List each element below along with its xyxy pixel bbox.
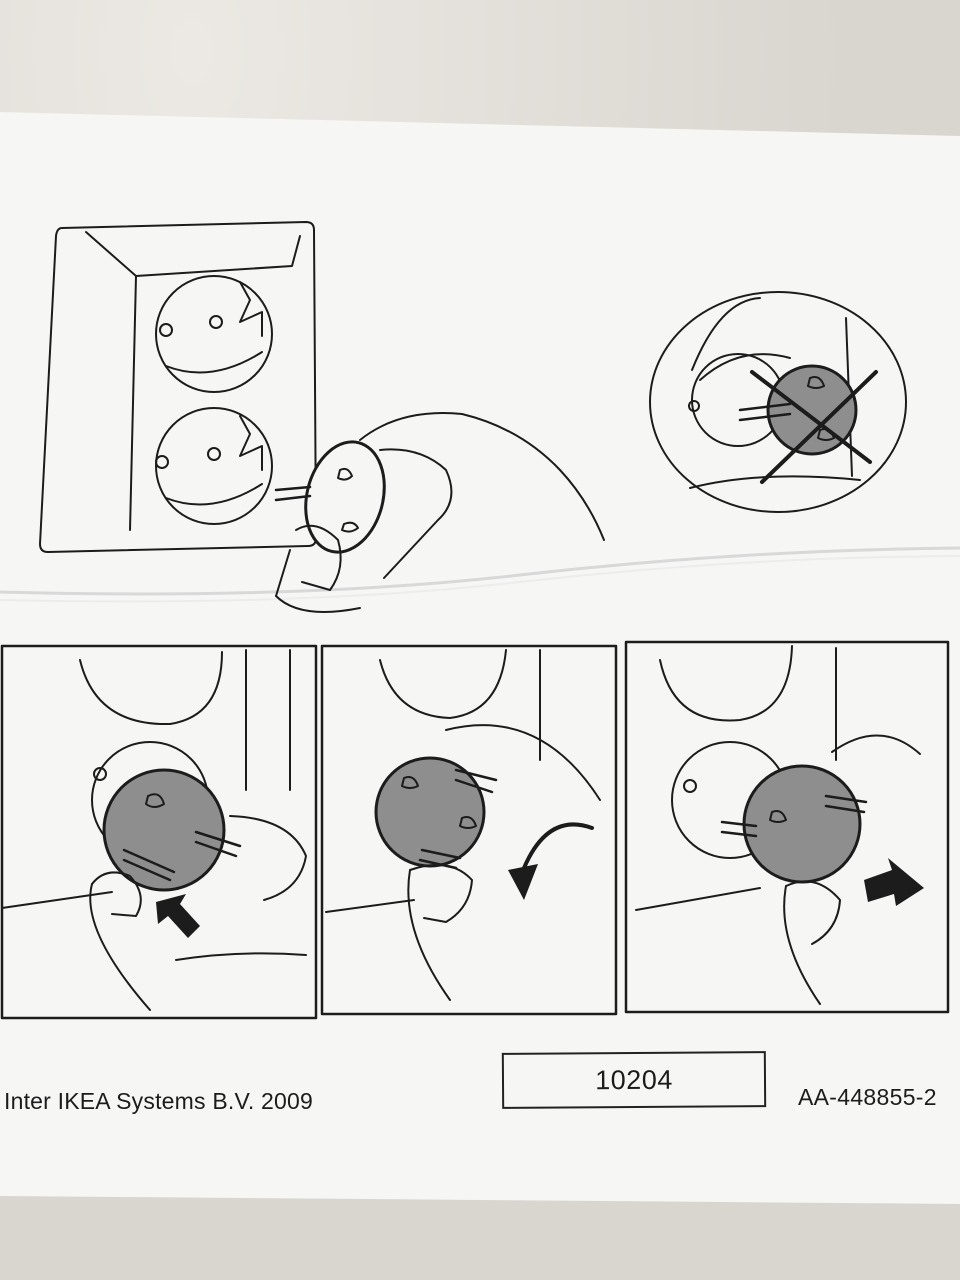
code-box: 10204	[501, 1051, 767, 1109]
step-panel-pull	[624, 640, 950, 1014]
step-panel-push	[0, 644, 318, 1020]
socket-cover-icon	[274, 440, 386, 554]
x-mark-icon	[750, 370, 878, 484]
arrow-pull-icon	[864, 858, 924, 906]
part-number: AA-448855-2	[798, 1084, 937, 1110]
arrow-rotate-icon	[508, 822, 594, 900]
hand-icon	[275, 412, 605, 613]
step-panel-rotate	[320, 644, 618, 1016]
wrong-orientation-detail	[649, 291, 907, 513]
arrow-push-icon	[156, 894, 200, 938]
code-number: 10204	[595, 1064, 673, 1096]
copyright-text: Inter IKEA Systems B.V. 2009	[4, 1088, 314, 1114]
wall-socket-illustration	[39, 221, 317, 553]
